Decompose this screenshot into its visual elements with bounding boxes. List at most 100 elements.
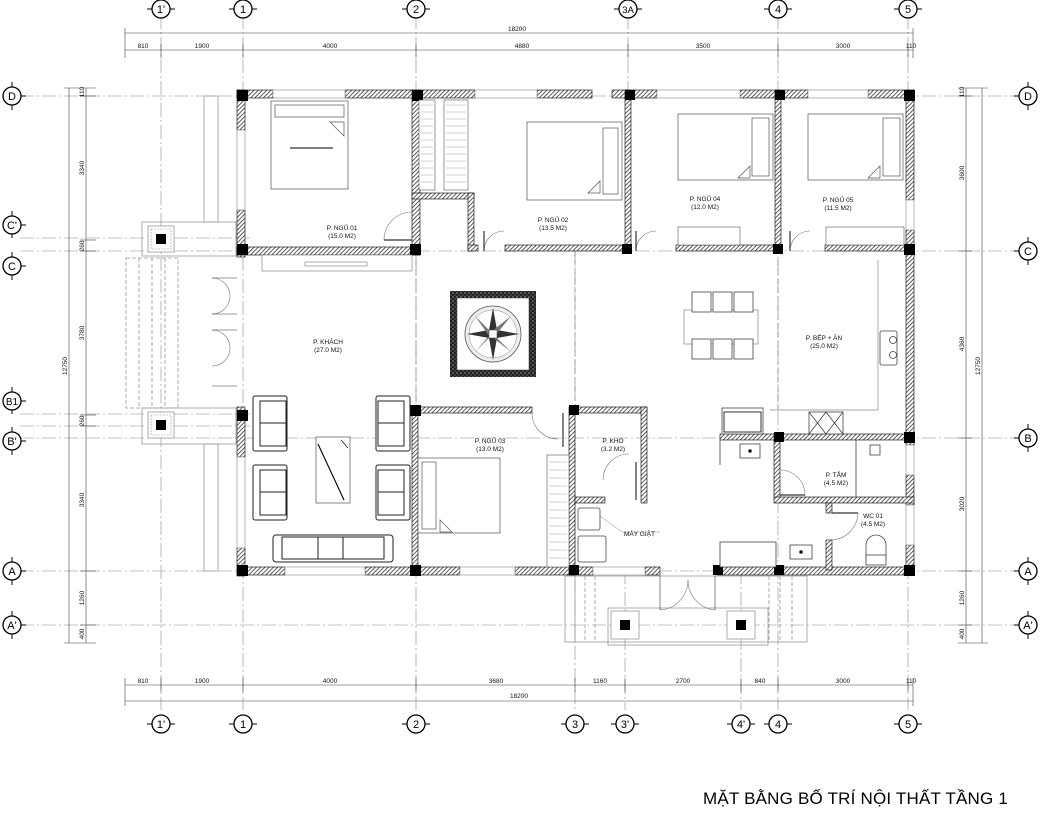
svg-text:3500: 3500 (696, 43, 711, 50)
svg-text:3020: 3020 (959, 496, 966, 511)
dimension-text-top: 18200 810 1900 4000 4880 3500 3000 110 (138, 26, 917, 50)
svg-text:P. NGỦ 01: P. NGỦ 01 (327, 223, 358, 232)
svg-text:2: 2 (413, 4, 419, 16)
room-label-ngu-02: P. NGỦ 02(13.5 M2) (538, 215, 569, 232)
svg-text:C: C (1024, 246, 1032, 258)
svg-text:810: 810 (138, 43, 149, 50)
room-label-ngu-04: P. NGỦ 04(12.0 M2) (690, 194, 721, 211)
svg-text:1900: 1900 (195, 678, 210, 685)
svg-text:260: 260 (79, 415, 86, 426)
svg-text:P. NGỦ 03: P. NGỦ 03 (475, 436, 506, 445)
bed-ngu-05 (807, 113, 904, 181)
room-label-ngu-01: P. NGỦ 01(15.0 M2) (327, 223, 358, 240)
room-label-kho: P. KHO(3.2 M2) (601, 438, 625, 453)
grid-bubble-left-cprime: C' (2, 211, 26, 238)
grid-bubble-top-1prime: 1' (147, 0, 175, 19)
svg-text:4000: 4000 (323, 678, 338, 685)
svg-text:B': B' (7, 436, 16, 448)
svg-text:3340: 3340 (79, 160, 86, 175)
svg-text:3: 3 (572, 719, 578, 731)
grid-bubble-left-a: A (2, 557, 26, 585)
drawing-title: MẶT BẰNG BỐ TRÍ NỘI THẤT TẦNG 1 (703, 789, 1009, 808)
svg-text:5: 5 (905, 4, 911, 16)
svg-text:A: A (8, 566, 16, 578)
svg-text:18200: 18200 (510, 693, 528, 700)
grid-bubble-right-c: C (1014, 237, 1038, 265)
grid-bubble-left-aprime: A' (2, 611, 26, 639)
dimensions-top (124, 28, 914, 58)
grid-bubble-right-a: A (1014, 557, 1038, 585)
compass-rose-floor-medallion (450, 291, 536, 377)
dimension-text-bottom: 810 1900 4000 3680 1160 2700 840 3000 11… (138, 678, 917, 700)
room-label-bep-an: P. BẾP + ĂN(25.0 M2) (806, 332, 843, 350)
svg-text:P. BẾP + ĂN: P. BẾP + ĂN (806, 332, 843, 342)
bed-ngu-04 (677, 113, 774, 181)
interior-lines (415, 251, 879, 411)
grid-bubble-right-b: B (1014, 424, 1038, 452)
beds (270, 100, 904, 534)
svg-text:(13.0 M2): (13.0 M2) (476, 446, 504, 453)
svg-text:400: 400 (79, 628, 86, 639)
grid-bubble-top-4: 4 (764, 0, 792, 19)
svg-text:P. NGỦ 04: P. NGỦ 04 (690, 194, 721, 203)
bed-ngu-01 (270, 100, 349, 190)
grid-bubbles-left: D C' C B1 B' A A' (2, 82, 26, 639)
svg-text:D: D (8, 91, 16, 103)
grid-bubble-top-2: 2 (402, 0, 430, 19)
wardrobe-slats (421, 104, 567, 559)
svg-text:4360: 4360 (959, 336, 966, 351)
svg-text:3000: 3000 (836, 678, 851, 685)
coffee-table (315, 436, 351, 504)
svg-text:400: 400 (959, 628, 966, 639)
svg-text:18200: 18200 (508, 26, 526, 33)
svg-text:B1: B1 (6, 397, 19, 408)
svg-text:B: B (1024, 433, 1031, 445)
grid-bubble-bottom-3: 3 (561, 714, 589, 734)
svg-text:P. TẮM: P. TẮM (826, 470, 847, 479)
svg-text:4': 4' (737, 719, 745, 731)
grid-bubble-top-5: 5 (894, 0, 922, 19)
grid-bubble-left-c: C (2, 252, 26, 280)
wardrobes (418, 99, 905, 568)
dimensions-bottom (124, 678, 914, 706)
bed-ngu-02 (526, 121, 623, 201)
svg-text:810: 810 (138, 678, 149, 685)
grid-bubble-left-b1: B1 (2, 387, 26, 414)
svg-text:1260: 1260 (79, 590, 86, 605)
svg-text:(12.0 M2): (12.0 M2) (691, 204, 719, 211)
svg-text:A': A' (1023, 620, 1032, 632)
svg-text:2700: 2700 (676, 678, 691, 685)
svg-text:A: A (1024, 566, 1032, 578)
grid-bubbles-bottom: 1' 1 2 3 3' 4' 4 5 (147, 714, 922, 734)
grid-bubble-bottom-5: 5 (894, 714, 922, 734)
svg-text:(11.5 M2): (11.5 M2) (824, 205, 851, 212)
svg-text:3600: 3600 (959, 165, 966, 180)
svg-text:4: 4 (775, 4, 781, 16)
svg-text:1': 1' (157, 719, 165, 731)
svg-text:WC 01: WC 01 (863, 513, 883, 520)
svg-text:110: 110 (906, 678, 917, 685)
grid-bubbles-right: D C B A A' (1014, 82, 1038, 639)
grid-bubble-bottom-4: 4 (764, 714, 792, 734)
room-label-ngu-05: P. NGỦ 05(11.5 M2) (823, 195, 854, 212)
structural-columns (237, 90, 915, 576)
bed-ngu-03 (417, 457, 501, 534)
svg-text:3000: 3000 (836, 43, 851, 50)
grid-bubble-top-1: 1 (229, 0, 257, 19)
svg-text:2: 2 (413, 719, 419, 731)
dimensions-left (64, 87, 96, 644)
svg-text:(4.5 M2): (4.5 M2) (861, 521, 885, 528)
dimension-text-left: 110 3340 260 3780 260 3340 1260 400 1275… (62, 86, 86, 639)
svg-text:5: 5 (905, 719, 911, 731)
svg-text:1160: 1160 (593, 678, 607, 685)
grid-bubble-bottom-2: 2 (402, 714, 430, 734)
room-label-ngu-03: P. NGỦ 03(13.0 M2) (475, 436, 506, 453)
svg-text:4000: 4000 (323, 43, 338, 50)
svg-text:110: 110 (79, 86, 86, 97)
kitchen-fixtures (719, 330, 898, 465)
doors (211, 211, 859, 611)
svg-text:110: 110 (959, 86, 966, 97)
svg-text:3A: 3A (622, 5, 634, 16)
grid-bubble-bottom-1: 1 (229, 714, 257, 734)
dimensions-right (958, 87, 988, 644)
